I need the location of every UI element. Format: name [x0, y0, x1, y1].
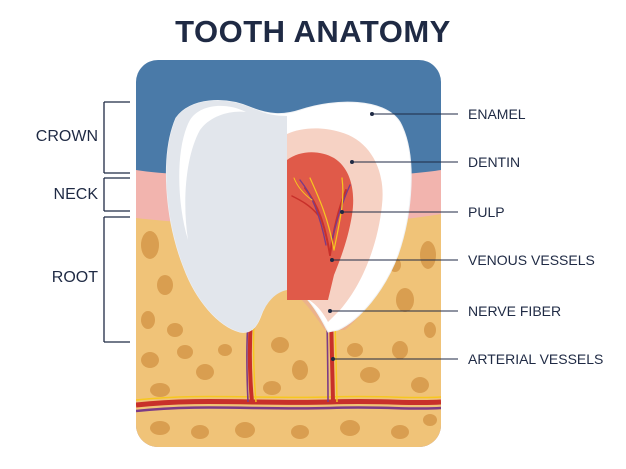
pulp-vessels — [291, 177, 351, 256]
label-enamel: ENAMEL — [468, 106, 526, 122]
leader-lines — [330, 113, 458, 360]
label-pulp: PULP — [468, 204, 505, 220]
label-crown: CROWN — [35, 128, 98, 145]
enamel-shadow — [166, 100, 287, 333]
leader-dots — [328, 112, 374, 361]
enamel-highlight — [179, 105, 246, 240]
region-brackets — [103, 101, 130, 343]
label-arterial-vessels: ARTERIAL VESSELS — [468, 351, 604, 367]
base-vessels — [136, 395, 441, 413]
label-nerve-fiber: NERVE FIBER — [468, 303, 562, 319]
label-venous-vessels: VENOUS VESSELS — [468, 252, 595, 268]
bone-spots — [141, 231, 437, 439]
label-dentin: DENTIN — [468, 154, 521, 170]
page-title: TOOTH ANATOMY — [175, 14, 451, 49]
label-root: ROOT — [51, 269, 98, 286]
pulp — [287, 152, 354, 300]
label-neck: NECK — [53, 186, 98, 203]
